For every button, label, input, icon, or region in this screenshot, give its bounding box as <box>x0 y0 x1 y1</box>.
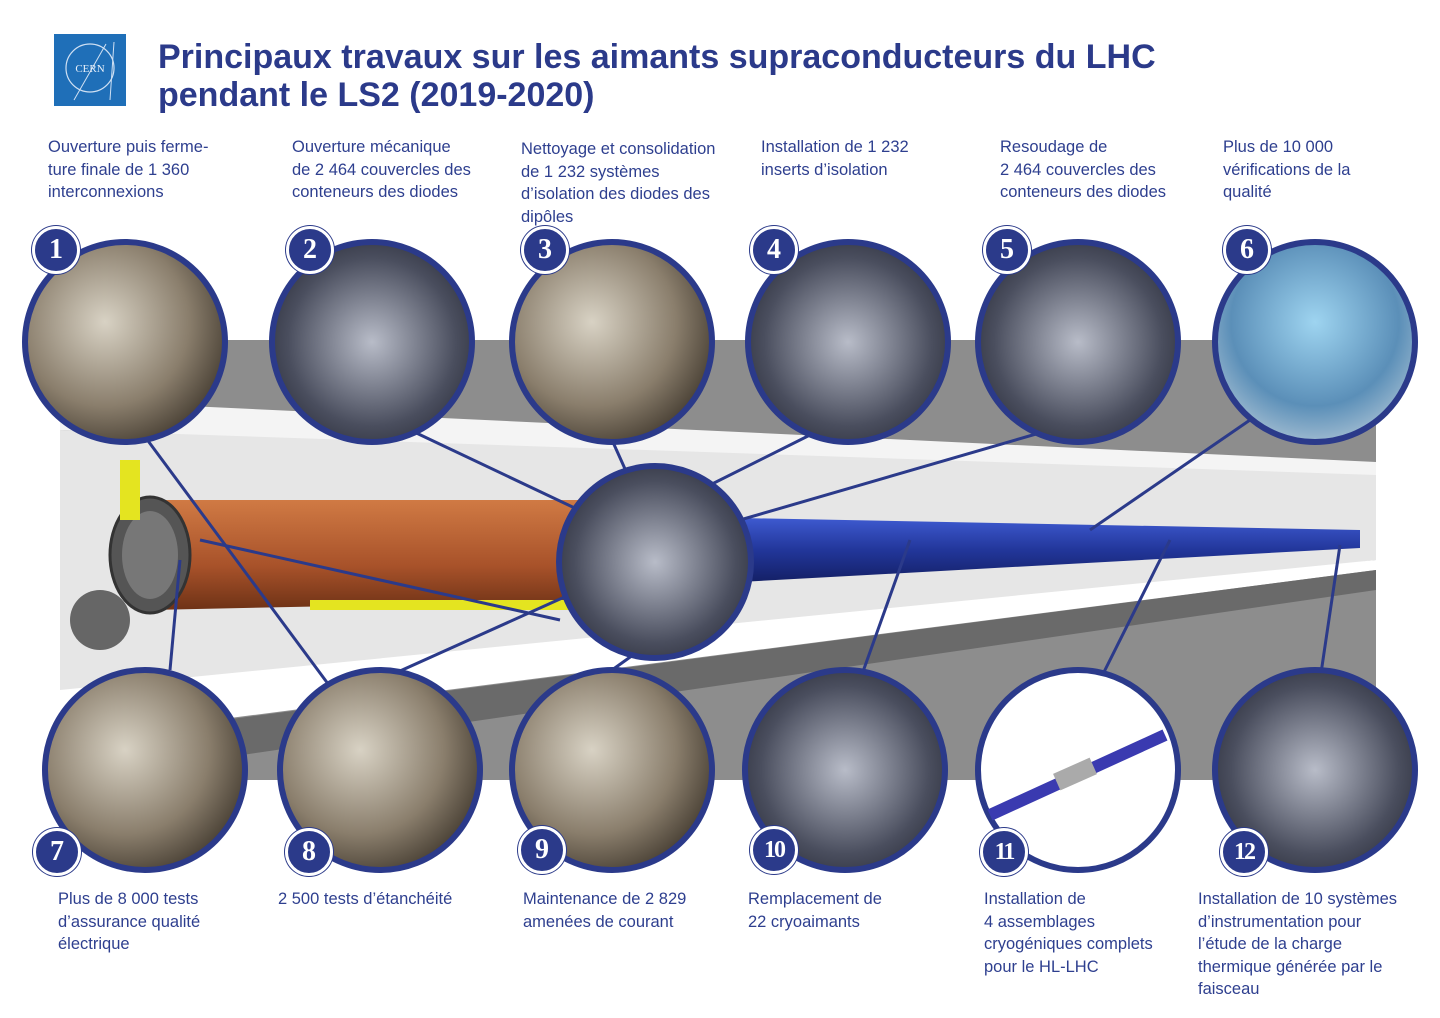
badge-step-1: 1 <box>32 226 80 274</box>
caption-step-12: Installation de 10 systèmes d’instrument… <box>1198 890 1398 998</box>
central-interconnect-photo <box>556 463 754 661</box>
badge-step-9: 9 <box>518 826 566 874</box>
badge-step-8: 8 <box>285 828 333 876</box>
photo-step-2 <box>269 239 475 445</box>
caption-step-7: Plus de 8 000 tests d’assurance qualité … <box>58 890 201 953</box>
caption-step-2: Ouverture mécanique de 2 464 couvercles … <box>292 138 471 201</box>
photo-step-8 <box>277 667 483 873</box>
badge-step-3: 3 <box>521 226 569 274</box>
caption-step-11: Installation de 4 assemblages cryogéniqu… <box>984 890 1153 976</box>
blue-magnet-tube <box>740 518 1360 582</box>
caption-step-4: Installation de 1 232 inserts d’isolatio… <box>761 138 909 179</box>
photo-step-6 <box>1212 239 1418 445</box>
photo-step-5 <box>975 239 1181 445</box>
badge-step-10: 10 <box>750 826 798 874</box>
caption-step-6: Plus de 10 000 vérifications de la quali… <box>1223 138 1351 201</box>
svg-text:CERN: CERN <box>75 63 104 75</box>
badge-step-4: 4 <box>750 226 798 274</box>
caption-step-5: Resoudage de 2 464 couvercles des conten… <box>1000 138 1167 201</box>
badge-step-5: 5 <box>983 226 1031 274</box>
step-photos <box>22 239 1418 873</box>
title-line-1: Principaux travaux sur les aimants supra… <box>158 38 1156 76</box>
photo-step-4 <box>745 239 951 445</box>
caption-step-3: Nettoyage et consolidation de 1 232 syst… <box>521 140 716 226</box>
connector-lines <box>138 418 1342 701</box>
cern-logo-icon: CERN <box>65 41 115 101</box>
badge-step-11: 11 <box>980 828 1028 876</box>
photo-step-12 <box>1212 667 1418 873</box>
cern-logo: CERN <box>54 34 126 106</box>
caption-step-1: Ouverture puis ferme- ture finale de 1 3… <box>48 138 209 201</box>
badge-step-12: 12 <box>1220 828 1268 876</box>
badge-step-7: 7 <box>33 828 81 876</box>
badge-step-6: 6 <box>1223 226 1271 274</box>
caption-step-10: Remplacement de 22 cryoaimants <box>748 890 882 931</box>
hl-lhc-assembly <box>987 729 1168 821</box>
title-line-2: pendant le LS2 (2019-2020) <box>158 76 595 114</box>
photo-step-10 <box>742 667 948 873</box>
photo-step-1 <box>22 239 228 445</box>
page-title: Principaux travaux sur les aimants supra… <box>158 38 1156 114</box>
photo-step-7 <box>42 667 248 873</box>
caption-step-8: 2 500 tests d’étanchéité <box>278 890 453 908</box>
copper-magnet <box>150 500 620 610</box>
photo-step-9 <box>509 667 715 873</box>
badge-step-2: 2 <box>286 226 334 274</box>
photo-step-3 <box>509 239 715 445</box>
caption-step-9: Maintenance de 2 829 amenées de courant <box>523 890 687 931</box>
